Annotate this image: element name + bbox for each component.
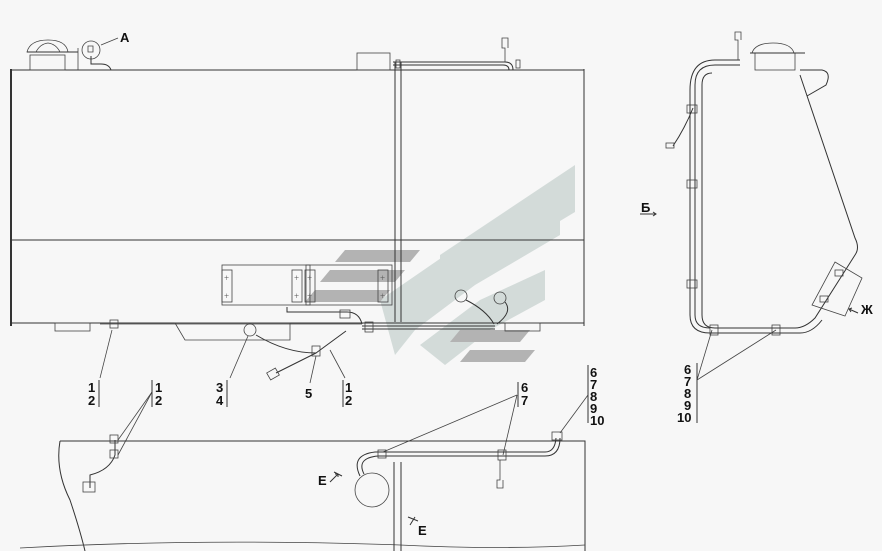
connector-icon [734, 31, 742, 60]
callout-2: 2 [345, 393, 352, 408]
svg-text:+: + [224, 291, 229, 301]
callout-1: 1 [155, 380, 162, 395]
callout-7: 7 [590, 377, 597, 392]
callout-group-6-10-side: 6 7 8 9 10 [677, 362, 698, 425]
callout-group-67: 6 7 [517, 380, 528, 408]
callout-5: 5 [305, 386, 312, 401]
callout-9: 9 [684, 398, 691, 413]
svg-text:+: + [307, 273, 312, 283]
connector-icon [501, 37, 509, 62]
battery-box: + + + + + + + + [221, 264, 393, 306]
svg-text:+: + [307, 291, 312, 301]
callout-10: 10 [590, 413, 604, 428]
svg-text:+: + [380, 291, 385, 301]
svg-text:+: + [294, 273, 299, 283]
svg-text:+: + [380, 273, 385, 283]
connector-icon [496, 460, 504, 489]
tank-front-view: + + + + + + + + [10, 37, 585, 381]
filler-cap-icon [750, 42, 805, 71]
svg-text:+: + [224, 273, 229, 283]
leader-lines [99, 329, 777, 456]
callout-7: 7 [521, 393, 528, 408]
svg-text:Ж: Ж [860, 302, 873, 317]
tank-side-view [665, 31, 863, 336]
lamp-icon [454, 289, 468, 303]
svg-text:E: E [318, 473, 327, 488]
callout-6: 6 [521, 380, 528, 395]
callout-2: 2 [155, 393, 162, 408]
callout-9: 9 [590, 401, 597, 416]
callout-group-left-2: 1 2 [151, 380, 162, 408]
callout-7: 7 [684, 374, 691, 389]
section-e-bottom: E [407, 516, 427, 538]
lamp-icon [493, 291, 507, 305]
tank-bottom-detail-view: E E [19, 431, 586, 551]
callout-2: 2 [88, 393, 95, 408]
arrow-right-icon [648, 211, 657, 217]
callout-6: 6 [590, 365, 597, 380]
tank-sensor-circle [354, 472, 390, 508]
arrow-icon [848, 307, 859, 314]
lamp-icon [243, 323, 257, 337]
callout-6: 6 [684, 362, 691, 377]
logo-watermark [305, 165, 575, 365]
section-e-top: E [318, 471, 343, 488]
callout-group-6-10-top: 6 7 8 9 10 [587, 365, 604, 428]
filler-cap-icon [26, 39, 79, 71]
connector-icon [82, 481, 96, 493]
callout-10: 10 [677, 410, 691, 425]
callout-group-left-1: 1 2 [88, 380, 100, 408]
view-label-b: Б [640, 200, 657, 217]
svg-text:+: + [294, 291, 299, 301]
callout-8: 8 [684, 386, 691, 401]
svg-text:Б: Б [641, 200, 650, 215]
callout-3: 3 [216, 380, 223, 395]
callout-1: 1 [345, 380, 352, 395]
svg-text:E: E [418, 523, 427, 538]
callout-4: 4 [216, 393, 224, 408]
callout-8: 8 [590, 389, 597, 404]
view-label-a: A [120, 30, 130, 45]
callout-group-34: 3 4 [216, 380, 228, 408]
callout-1: 1 [88, 380, 95, 395]
view-label-zh: Ж [848, 302, 873, 317]
callout-group-mid-12: 1 2 [342, 380, 352, 408]
